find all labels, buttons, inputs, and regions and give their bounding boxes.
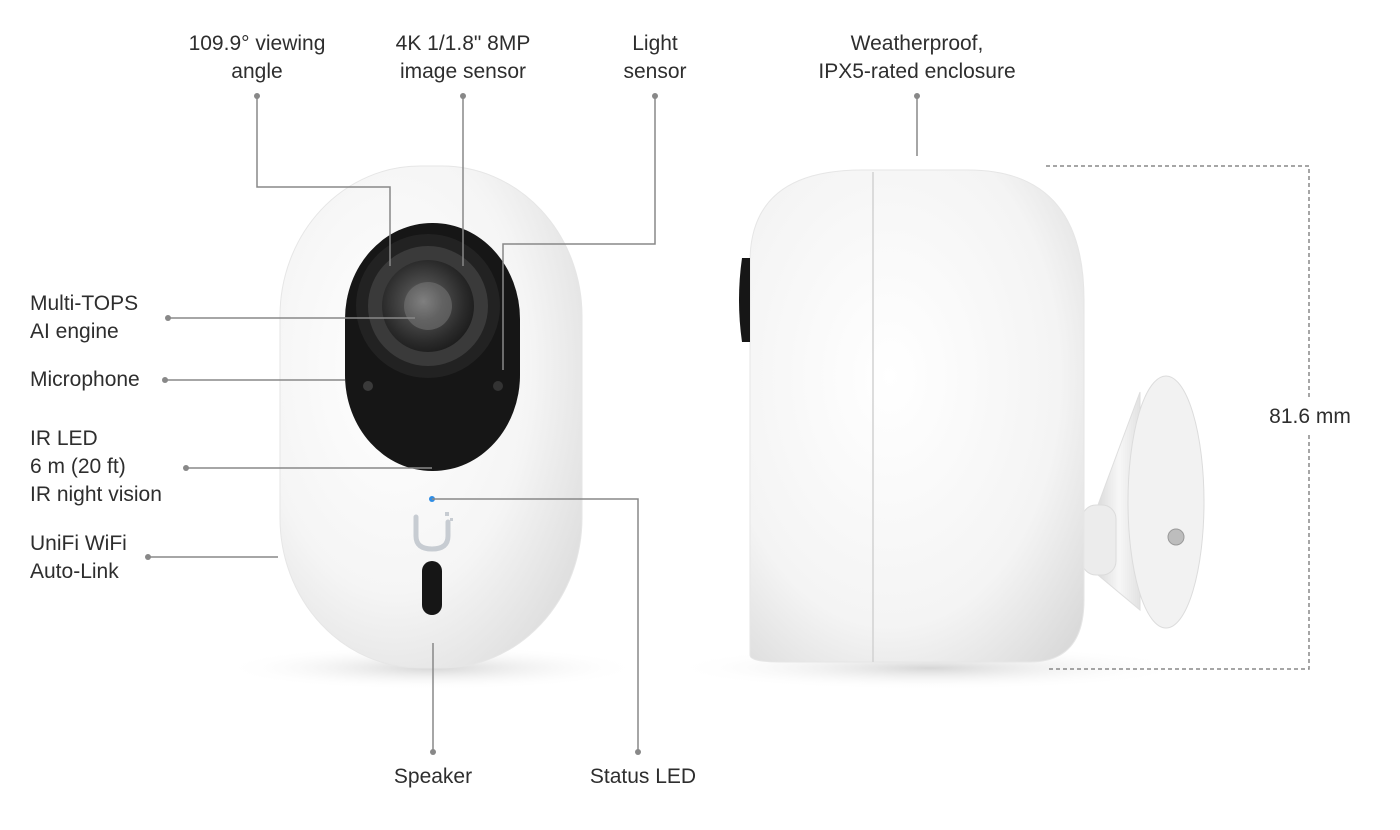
leader-dots	[145, 93, 920, 755]
mount-joint	[1081, 504, 1117, 576]
leader-viewing-angle	[256, 96, 391, 266]
speaker-grille	[422, 561, 442, 615]
label-speaker: Speaker	[393, 765, 473, 788]
logo-pixel	[450, 518, 453, 521]
front-camera	[279, 165, 583, 669]
label-microphone: Microphone	[30, 368, 140, 391]
side-lens-edge	[739, 258, 750, 342]
light-sensor-dot	[493, 381, 503, 391]
label-height-dimension: 81.6 mm	[1250, 403, 1370, 431]
height-dimension-line	[1046, 165, 1310, 670]
label-status-led: Status LED	[589, 765, 697, 788]
leader-status-led	[432, 498, 639, 752]
leader-light-sensor	[502, 96, 656, 370]
unifi-logo-icon	[413, 514, 451, 552]
mount-screw	[1167, 528, 1185, 546]
side-body	[749, 169, 1085, 663]
microphone-hole	[363, 381, 373, 391]
label-enclosure: Weatherproof,IPX5-rated enclosure	[818, 32, 1016, 83]
leader-lines	[148, 96, 918, 752]
lens-center	[404, 282, 452, 330]
mount-base	[1127, 375, 1205, 629]
logo-pixel	[445, 512, 449, 516]
side-camera	[739, 169, 1205, 663]
